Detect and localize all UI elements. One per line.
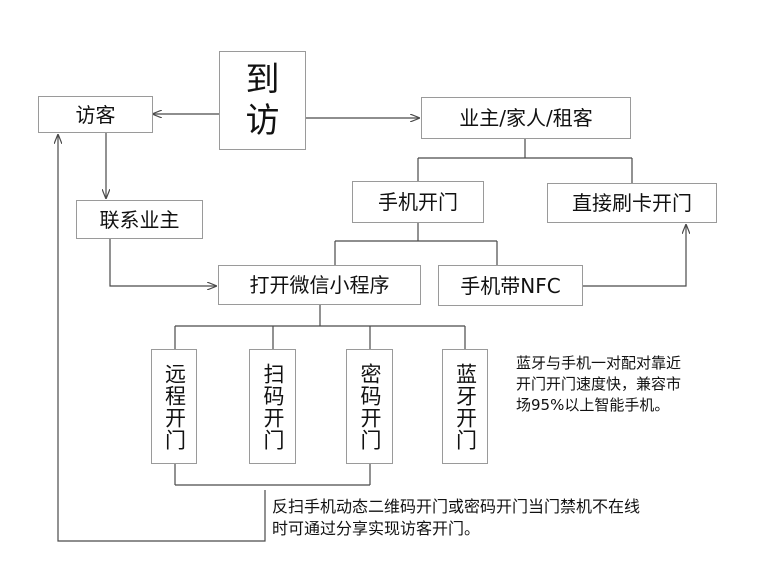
share-note-line: 反扫手机动态二维码开门或密码开门当门禁机不在线 <box>272 497 641 516</box>
card-open-node: 直接刷卡开门 <box>547 183 717 223</box>
share-note: 反扫手机动态二维码开门或密码开门当门禁机不在线 时可通过分享实现访客开门。 <box>272 496 640 541</box>
password-open-node: 密码开门 <box>346 349 393 464</box>
arrival-title-line2: 访 <box>245 100 280 141</box>
phone-open-node: 手机开门 <box>352 181 484 223</box>
contact-owner-node: 联系业主 <box>76 200 203 239</box>
bluetooth-note: 蓝牙与手机一对配对靠近 开门开门速度快，兼容市 场95%以上智能手机。 <box>516 353 681 416</box>
scan-open-node: 扫码开门 <box>249 349 296 464</box>
share-note-line: 时可通过分享实现访客开门。 <box>272 519 481 539</box>
bluetooth-open-node: 蓝牙开门 <box>442 349 488 464</box>
phone-nfc-node: 手机带NFC <box>438 265 583 306</box>
arrival-title-line1: 到 <box>245 59 280 100</box>
visitor-node: 访客 <box>38 96 153 133</box>
wechat-miniprogram-node: 打开微信小程序 <box>218 265 421 305</box>
remote-open-node: 远程开门 <box>151 349 197 464</box>
arrival-title-node: 到 访 <box>219 51 306 150</box>
bluetooth-note-line: 开门开门速度快，兼容市 <box>516 375 682 393</box>
bluetooth-note-line: 蓝牙与手机一对配对靠近 <box>516 354 682 372</box>
arrow-nfc-to-card <box>583 225 686 287</box>
arrow-share-to-visitor <box>58 135 266 542</box>
owner-node: 业主/家人/租客 <box>421 97 631 139</box>
bluetooth-note-line: 场95%以上智能手机。 <box>516 396 670 414</box>
arrow-contact-to-wechat <box>109 239 216 286</box>
